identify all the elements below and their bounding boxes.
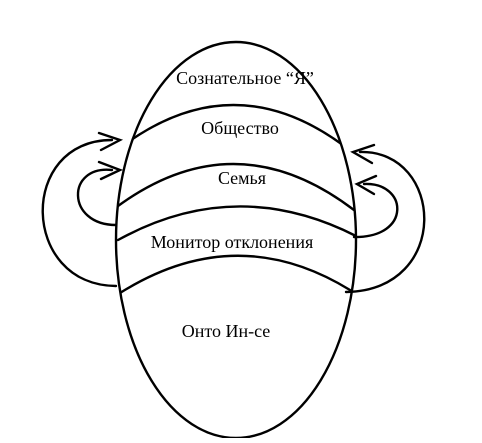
left-outer-loop: [41, 138, 118, 288]
label-conscious-self: Сознательное “Я”: [176, 68, 314, 88]
right-inner-loop: [352, 182, 399, 239]
label-deviation-monitor: Монитор отклонения: [151, 232, 313, 252]
label-family: Семья: [218, 168, 266, 188]
label-onto-in-se: Онто Ин-се: [182, 321, 271, 341]
divider-onto: [118, 254, 352, 295]
left-outer-arrow-icon: [97, 131, 124, 152]
divider-monitor: [116, 205, 356, 242]
right-inner-arrow-icon: [354, 174, 378, 196]
label-society: Общество: [201, 118, 279, 138]
right-outer-loop: [344, 150, 426, 294]
divider-society: [118, 103, 354, 154]
left-inner-arrow-icon: [97, 160, 124, 181]
right-outer-arrow-icon: [350, 143, 376, 165]
left-inner-loop: [76, 168, 118, 227]
divider-family: [116, 162, 356, 212]
